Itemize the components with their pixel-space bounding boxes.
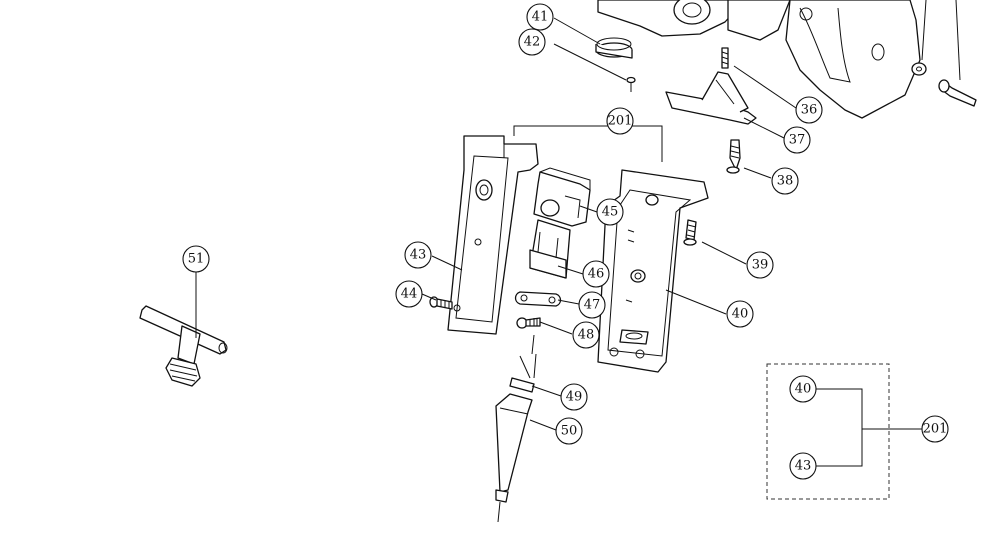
callout-40: 40 — [726, 300, 754, 328]
svg-text:42: 42 — [524, 35, 541, 50]
kit-callout-43: 43 — [789, 452, 817, 480]
svg-text:50: 50 — [561, 424, 578, 439]
callout-50: 50 — [555, 417, 583, 445]
svg-text:49: 49 — [566, 390, 583, 405]
svg-text:46: 46 — [588, 267, 605, 282]
callout-41: 41 — [526, 3, 554, 31]
svg-text:37: 37 — [789, 133, 806, 148]
part-45-switch — [533, 167, 591, 227]
part-39-screw — [683, 219, 697, 246]
callout-38: 38 — [771, 167, 799, 195]
callout-39: 39 — [746, 251, 774, 279]
part-36-spring — [721, 47, 729, 69]
callout-36: 36 — [795, 96, 823, 124]
part-46-slider — [529, 219, 571, 279]
callout-43: 43 — [404, 241, 432, 269]
part-top-screw — [938, 0, 977, 107]
leader-lines — [195, 17, 797, 431]
part-48-screw — [516, 317, 541, 329]
callout-201-top: 201 — [606, 107, 634, 135]
svg-text:47: 47 — [584, 298, 601, 313]
callout-51: 51 — [182, 245, 210, 273]
svg-text:41: 41 — [532, 10, 549, 25]
svg-text:44: 44 — [401, 287, 418, 302]
svg-text:38: 38 — [777, 174, 794, 189]
part-42-screw — [626, 76, 636, 92]
svg-text:48: 48 — [578, 328, 595, 343]
svg-text:40: 40 — [795, 382, 812, 397]
svg-text:40: 40 — [732, 307, 749, 322]
callout-48: 48 — [572, 321, 600, 349]
svg-text:36: 36 — [801, 103, 818, 118]
callout-44: 44 — [395, 280, 423, 308]
part-washer — [911, 0, 927, 76]
part-50-cord-sleeve — [495, 393, 533, 523]
callout-49: 49 — [560, 383, 588, 411]
kit-callout-40: 40 — [789, 375, 817, 403]
svg-text:201: 201 — [923, 422, 948, 437]
part-motor-housing — [597, 0, 921, 119]
callout-42: 42 — [518, 28, 546, 56]
kit-callout-201: 201 — [921, 415, 949, 443]
svg-text:51: 51 — [188, 252, 205, 267]
callout-45: 45 — [596, 198, 624, 226]
svg-text:43: 43 — [410, 248, 427, 263]
callout-47: 47 — [578, 291, 606, 319]
part-43-handle-left — [447, 135, 539, 335]
callout-46: 46 — [582, 260, 610, 288]
svg-text:45: 45 — [602, 205, 619, 220]
part-49-cable — [509, 334, 537, 393]
svg-text:39: 39 — [752, 258, 769, 273]
svg-text:201: 201 — [608, 114, 633, 129]
kit-legend: 40 43 201 — [766, 363, 949, 500]
svg-text:43: 43 — [795, 459, 812, 474]
part-37-trigger — [665, 71, 757, 125]
callout-37: 37 — [783, 126, 811, 154]
part-41-grommet — [595, 37, 633, 59]
part-38-screw — [726, 139, 741, 174]
part-47-clamp — [514, 291, 562, 307]
part-51-chuck-key — [139, 305, 228, 387]
